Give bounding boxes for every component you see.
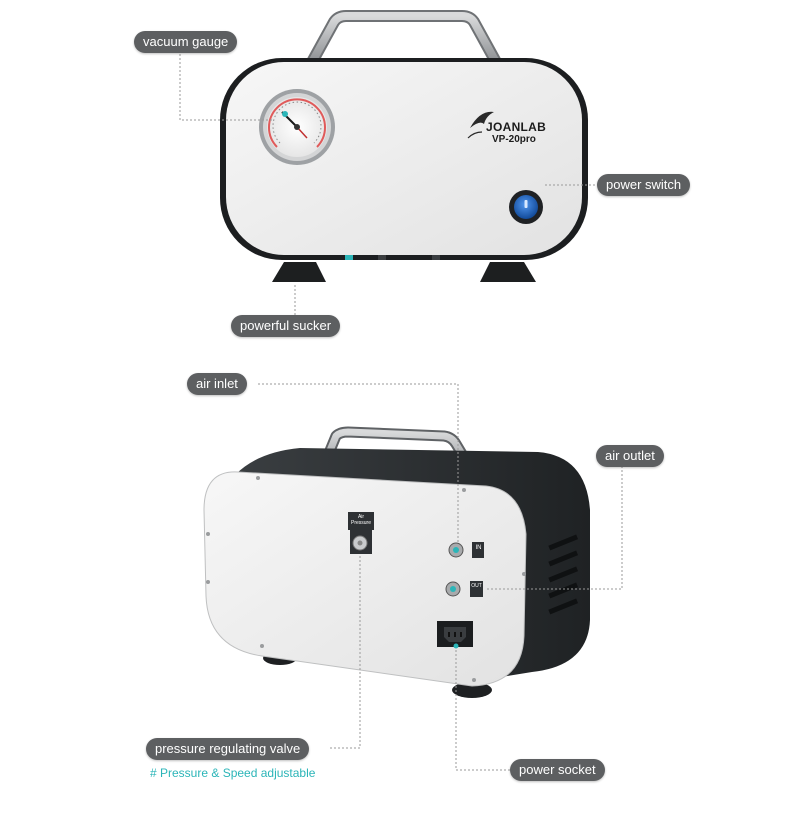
brand-name: JOANLAB (486, 120, 547, 134)
model-name: VP-20pro (492, 134, 536, 145)
left-sucker-foot-icon (272, 262, 326, 282)
air-inlet-port-icon (448, 542, 484, 558)
callout-pressure-regulating-valve: pressure regulating valve (146, 738, 310, 760)
callout-air-outlet: air outlet (596, 445, 664, 467)
out-port-label: OUT (471, 583, 482, 589)
callout-powerful-sucker: powerful sucker (231, 315, 341, 337)
rear-panel-icon (203, 471, 527, 687)
leader-lines (179, 50, 623, 771)
right-sucker-foot-icon (480, 262, 536, 282)
vacuum-gauge-icon (259, 89, 335, 165)
pressure-speed-note: # Pressure & Speed adjustable (150, 766, 316, 780)
callout-power-switch: power switch (597, 174, 691, 196)
air-outlet-port-icon (445, 581, 483, 597)
rear-right-foot-icon (452, 682, 492, 698)
power-switch-icon (509, 190, 543, 224)
air-pressure-label: Air Pressure (350, 514, 371, 526)
top-handle-icon (306, 10, 502, 68)
joanlab-logo-icon (467, 111, 494, 139)
in-port-label: IN (475, 545, 482, 551)
rear-view-pump (203, 426, 590, 698)
side-vents-icon (548, 534, 579, 615)
power-socket-icon (437, 621, 473, 649)
callout-air-inlet: air inlet (187, 373, 247, 395)
callout-vacuum-gauge: vacuum gauge (134, 31, 238, 53)
front-view-pump (220, 10, 588, 282)
callout-power-socket: power socket (510, 759, 605, 781)
